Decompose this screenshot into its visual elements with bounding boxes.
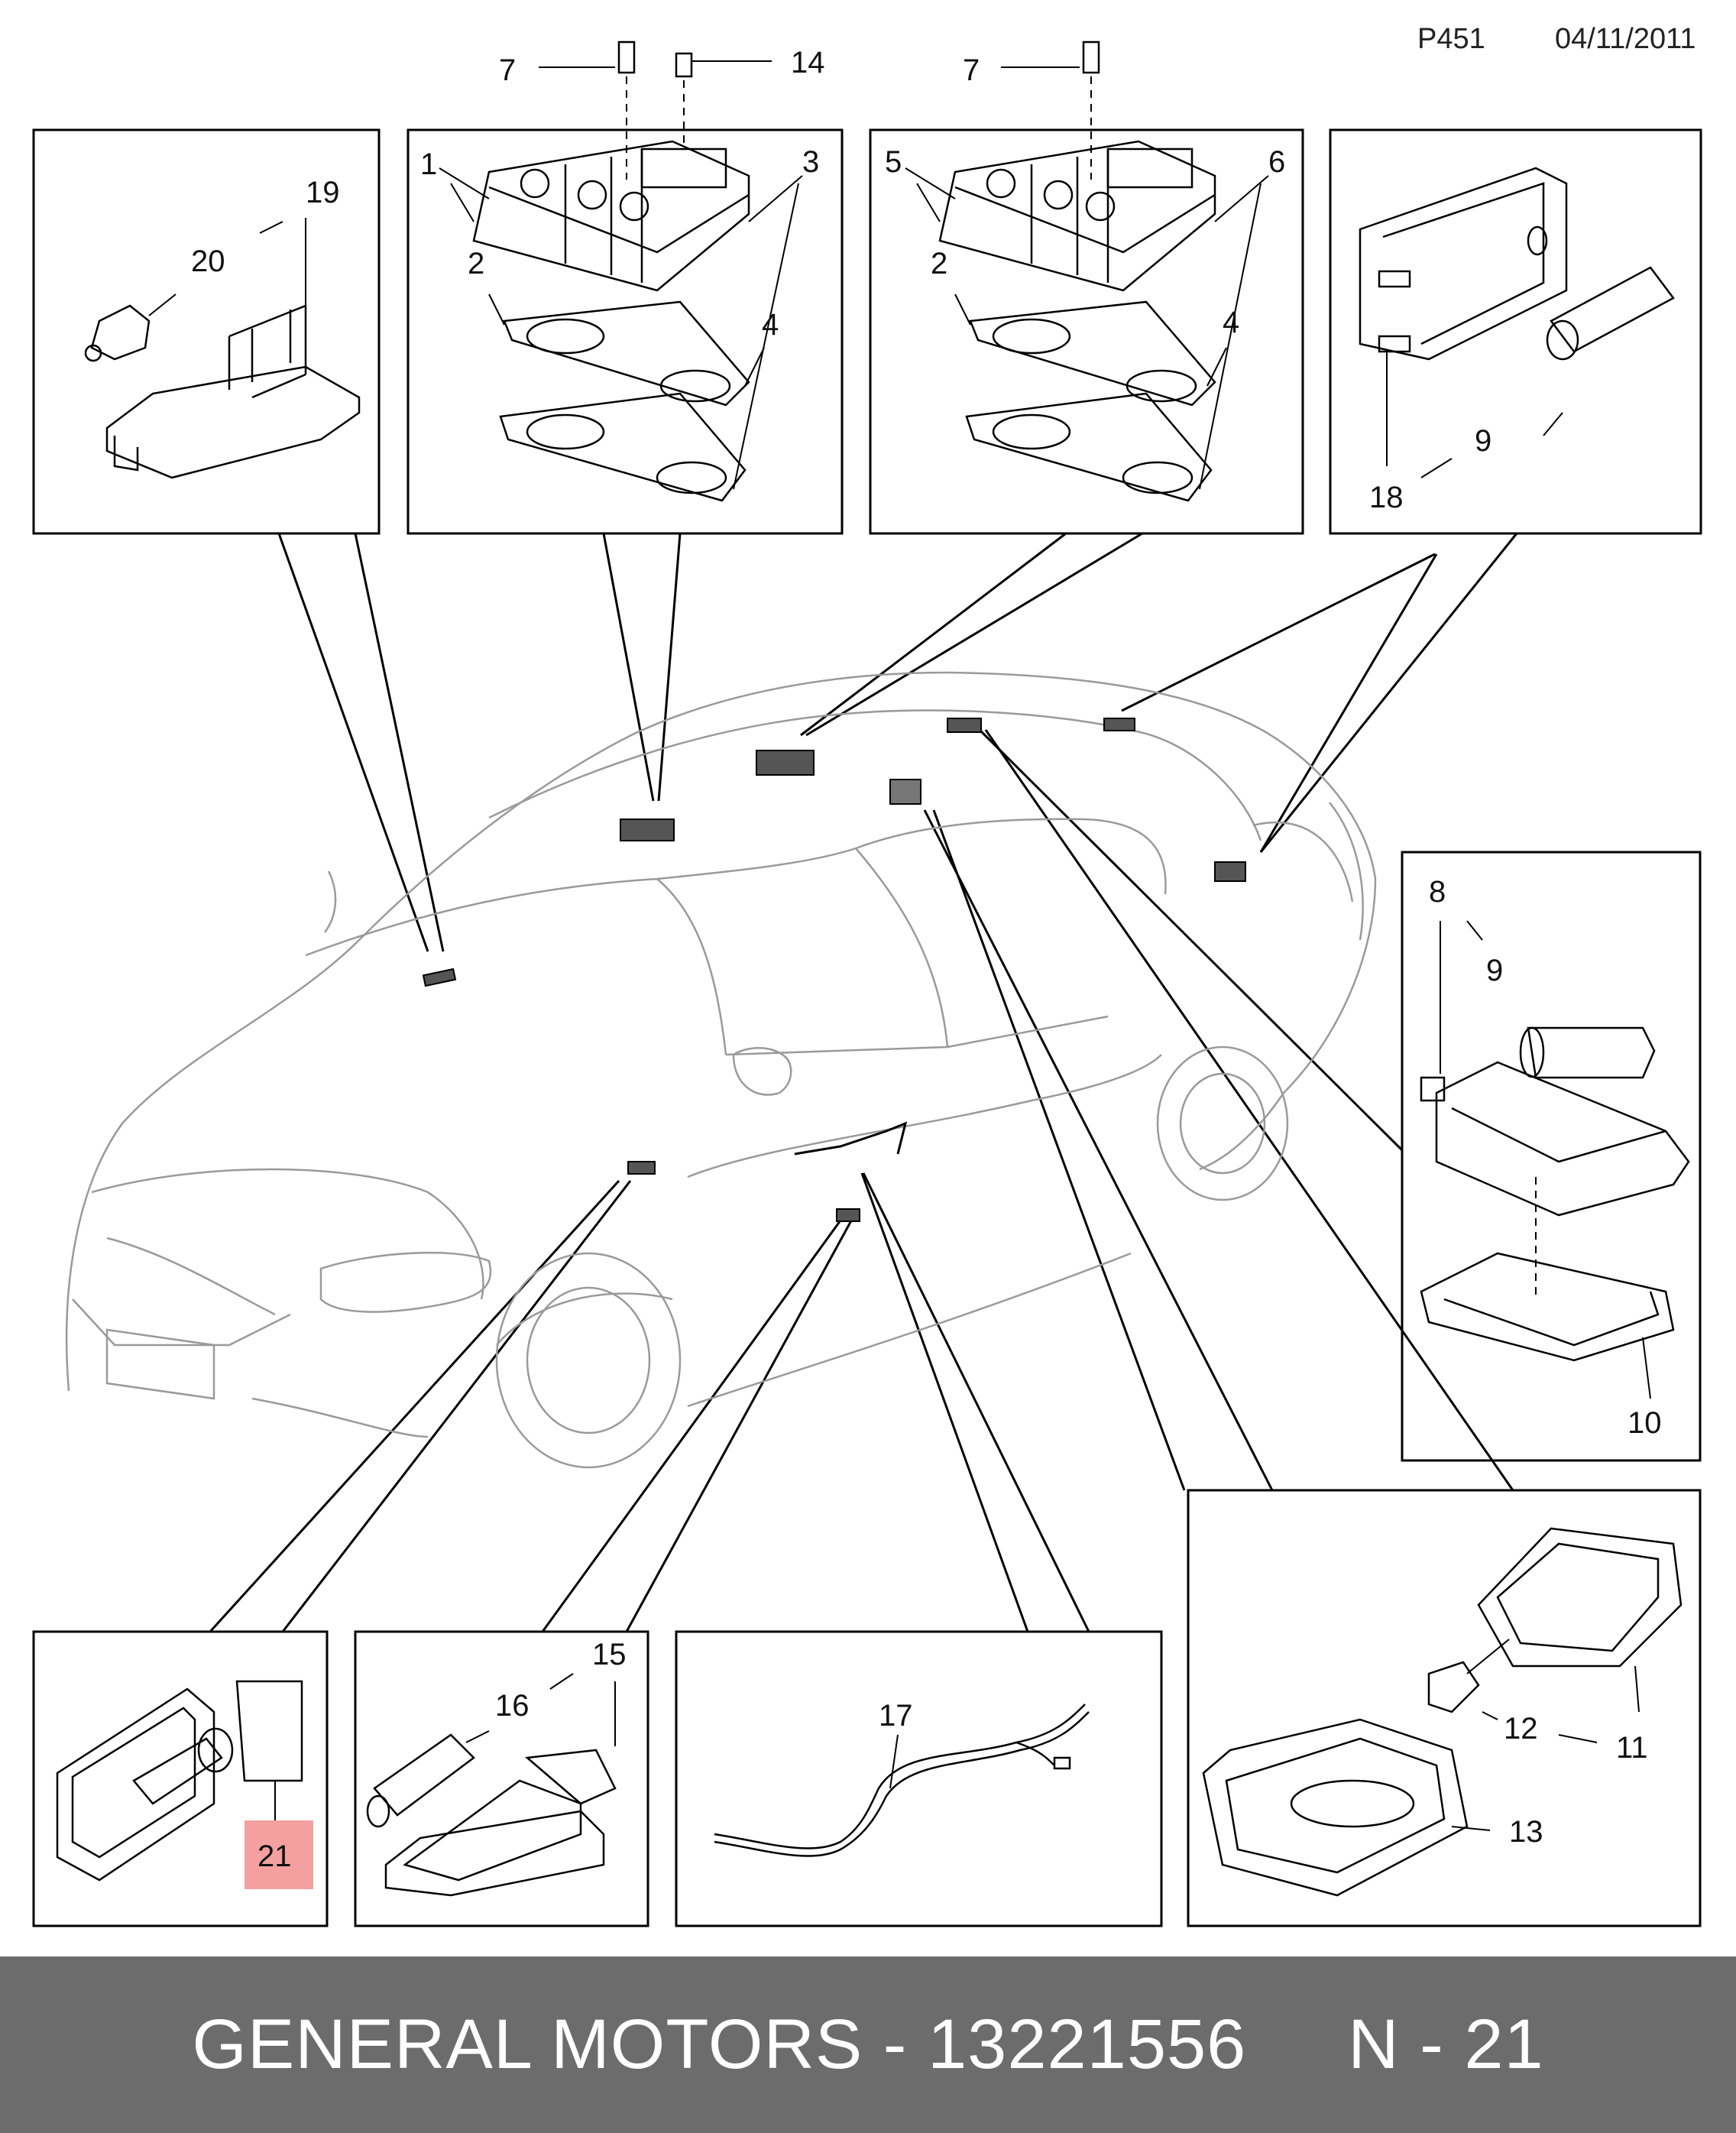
callout-17: 17 [879,1699,913,1733]
callout-1: 1 [420,147,437,181]
callout-5: 5 [885,145,902,179]
callout-7a: 7 [499,53,516,87]
callout-16: 16 [495,1689,530,1723]
diagram-date: 04/11/2011 [1555,23,1696,55]
panel-dome-lamp-rear [869,128,1304,535]
panel-reading-lamp [32,128,381,535]
callout-2b: 2 [931,247,947,280]
part-21-highlight [245,1820,313,1889]
panel-courtesy-lamp [1187,1489,1702,1927]
panel-dome-lamp-front [406,128,844,535]
callout-3: 3 [802,145,819,179]
panel-door-lamp [32,1630,329,1927]
callout-18: 18 [1369,481,1404,514]
panel-vanity-lamp [1401,851,1702,1462]
callout-11: 11 [1616,1731,1648,1765]
callout-21: 21 [257,1840,292,1873]
panel-footwell-lamp [354,1630,649,1927]
callout-19: 19 [306,176,340,209]
callout-15: 15 [592,1638,627,1671]
callout-7b: 7 [963,53,980,87]
callout-9b: 9 [1486,954,1503,987]
panel-wiring-harness [675,1630,1163,1927]
footer-bar: GENERAL MOTORS - 13221556 N - 21 [0,1956,1736,2133]
callout-2a: 2 [468,247,484,280]
page-code: P451 [1417,23,1485,55]
callout-20: 20 [191,245,225,278]
parts-diagram: 19 20 1 2 3 4 7 14 7 5 6 2 4 9 18 8 9 10… [32,41,1702,1927]
callout-13: 13 [1509,1815,1543,1849]
callout-6: 6 [1268,145,1285,179]
callout-4b: 4 [1223,306,1239,339]
callout-10: 10 [1628,1406,1662,1440]
panel-luggage-lamp [1329,128,1702,535]
callout-14: 14 [791,46,825,79]
callout-12: 12 [1504,1712,1538,1746]
callout-8: 8 [1429,875,1446,909]
callout-9a: 9 [1475,424,1491,458]
car-outline [65,671,1377,1469]
callout-4a: 4 [762,308,779,342]
footer-part-number: GENERAL MOTORS - 13221556 N - 21 [192,2005,1544,2083]
